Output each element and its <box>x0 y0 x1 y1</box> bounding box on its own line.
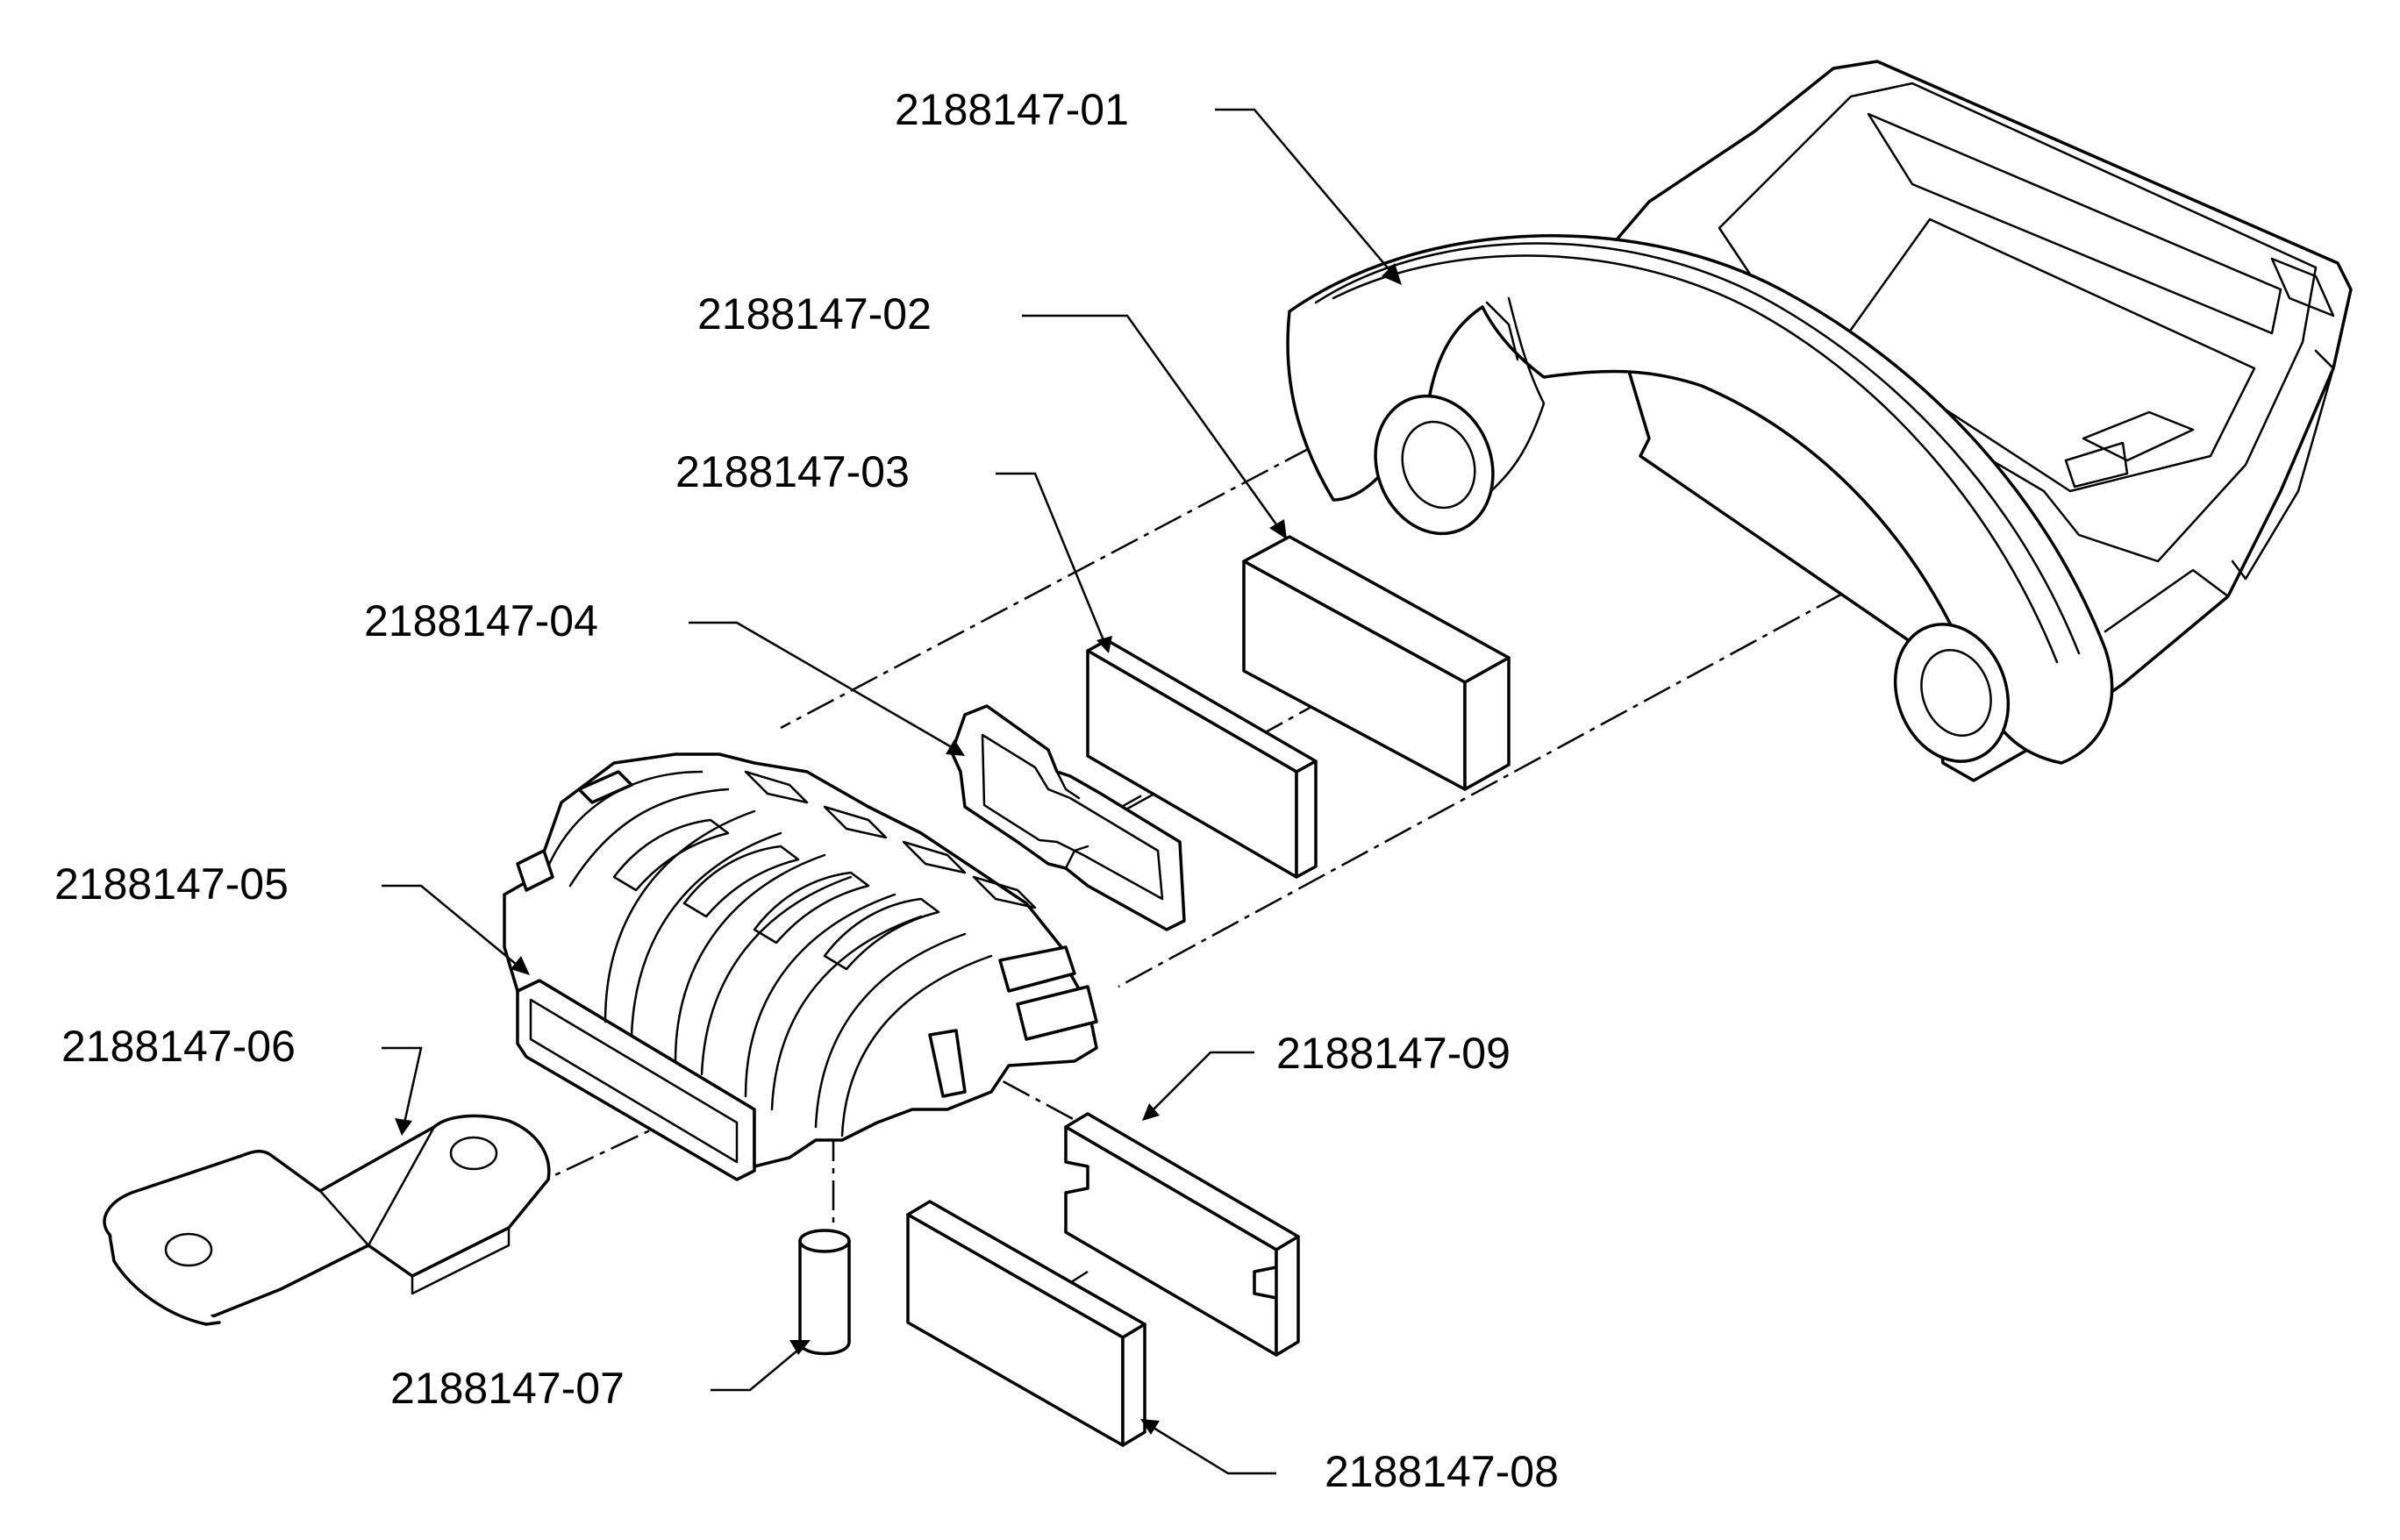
callout-label-09: 2188147-09 <box>1276 1029 1511 1078</box>
part-2188147-02-block <box>1242 535 1511 791</box>
part-2188147-07-pin <box>798 1229 851 1356</box>
callout-label-04: 2188147-04 <box>364 596 598 645</box>
callout-label-05: 2188147-05 <box>54 859 289 909</box>
leader-lines <box>382 108 1396 1475</box>
part-2188147-01-housing <box>1286 60 2353 782</box>
part-2188147-03-plate <box>1086 638 1318 879</box>
part-2188147-04-clip <box>950 704 1186 931</box>
part-2188147-06-bracket <box>103 1114 551 1326</box>
callout-label-07: 2188147-07 <box>390 1364 625 1413</box>
leader-arrowheads <box>395 263 1402 1435</box>
part-2188147-05-cage <box>503 752 1098 1181</box>
callout-label-06: 2188147-06 <box>61 1022 296 1071</box>
callout-label-08: 2188147-08 <box>1325 1447 1559 1496</box>
callout-label-03: 2188147-03 <box>675 447 910 496</box>
part-2188147-09-notched-plate <box>1064 1112 1300 1357</box>
part-2188147-08-block <box>906 1200 1146 1447</box>
callout-label-02: 2188147-02 <box>697 289 932 339</box>
callout-labels: 2188147-01 2188147-02 2188147-03 2188147… <box>54 85 1559 1496</box>
callout-label-01: 2188147-01 <box>895 85 1129 134</box>
